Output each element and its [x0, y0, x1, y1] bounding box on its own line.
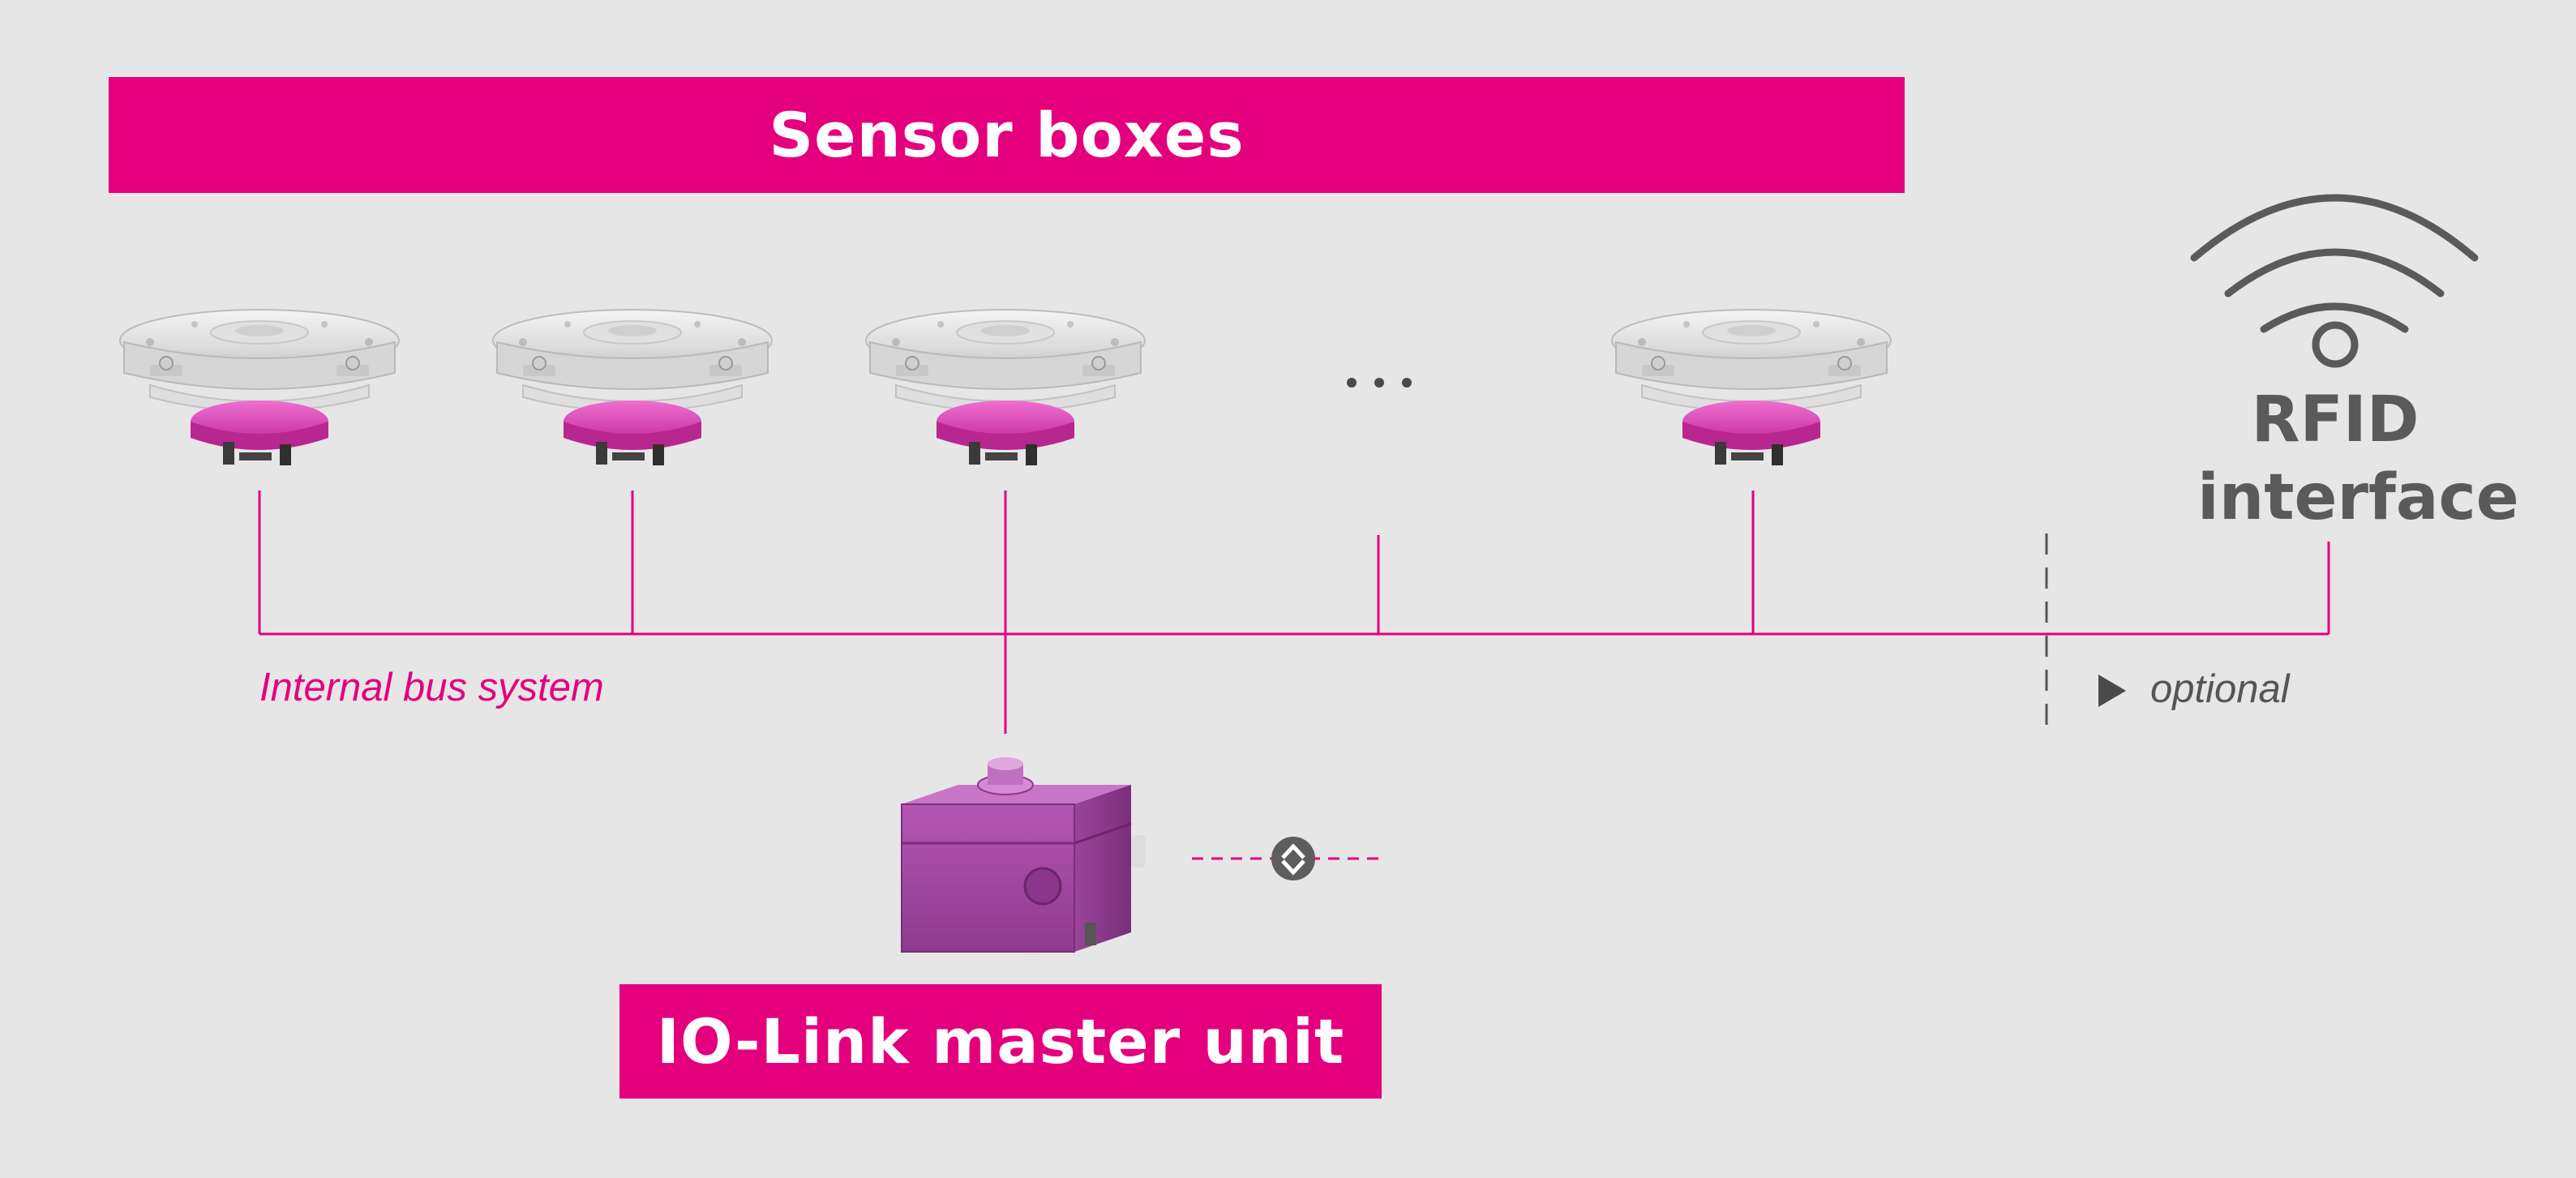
rfid-line2: interface [2197, 461, 2519, 534]
rfid-interface-label: RFID interface [2197, 381, 2519, 537]
io-link-master-banner: IO-Link master unit [619, 984, 1382, 1099]
play-arrow-icon [2098, 675, 2126, 707]
optional-label: optional [2150, 667, 2290, 711]
wifi-icon [2190, 194, 2479, 368]
data-exchange-icon [1271, 837, 1315, 880]
sensor-box-2 [491, 308, 774, 467]
io-link-master-box [901, 757, 1146, 953]
io-link-master-title: IO-Link master unit [656, 1005, 1345, 1077]
ellipsis-dots [1347, 378, 1412, 388]
sensor-box-4 [1610, 308, 1892, 467]
sensor-box-3 [864, 308, 1147, 467]
internal-bus-lines [258, 490, 2330, 734]
sensor-box-1 [118, 308, 401, 467]
internal-bus-label: Internal bus system [259, 666, 604, 709]
sensor-boxes-title: Sensor boxes [769, 99, 1245, 171]
sensor-boxes-banner: Sensor boxes [109, 77, 1905, 193]
rfid-line1: RFID [2251, 383, 2420, 456]
